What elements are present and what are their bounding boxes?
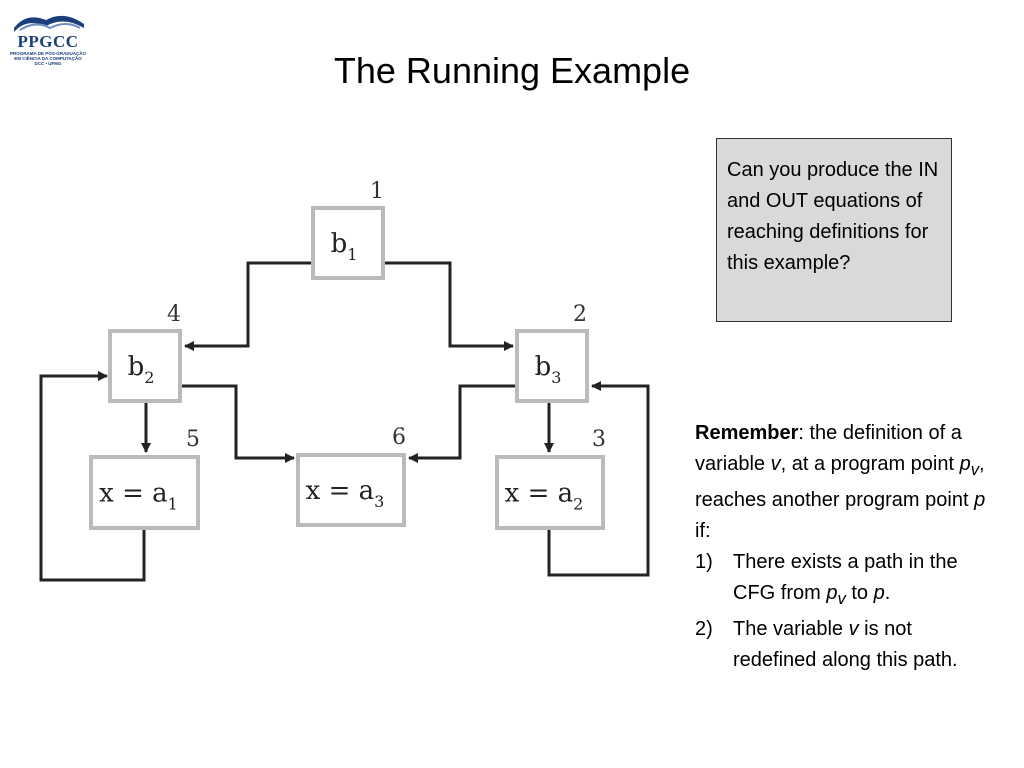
node-label: x = a2: [505, 479, 584, 514]
var-pv-sub: v: [837, 589, 846, 608]
edge-a2-b3: [547, 381, 650, 577]
logo-subtitle-2: EM CIÊNCIA DA COMPUTAÇÃO: [14, 56, 82, 61]
logo-subtitle-3: DCC • UFMG: [34, 61, 62, 66]
remember-text-a: : the definition of a variable: [695, 422, 962, 475]
node-b2: b24: [108, 302, 182, 403]
list-number: 2): [695, 618, 713, 640]
node-subscript: 2: [144, 368, 154, 387]
node-a2: x = a2 3: [495, 427, 606, 530]
list-number: 1): [695, 551, 713, 573]
node-number: 4: [167, 302, 181, 327]
edge-b1-b2: [184, 261, 313, 351]
logo-text: PPGCC: [17, 32, 79, 51]
var-p2: p: [974, 489, 986, 511]
node-subscript: 1: [347, 245, 357, 264]
var-v: v: [770, 453, 781, 475]
remember-text-d: if:: [695, 520, 711, 542]
node-subscript: 3: [551, 368, 561, 387]
node-label: x = a1: [99, 479, 178, 514]
item-text: .: [884, 582, 891, 604]
var-p: p: [959, 453, 971, 475]
node-a3: x = a3 6: [296, 425, 406, 527]
node-subscript: 2: [573, 495, 583, 514]
node-subscript: 1: [168, 495, 178, 514]
list-item: 2) The variable v is not redefined along …: [695, 614, 1000, 676]
var-pv-sub: v: [970, 460, 980, 479]
item-text: There exists a path in the CFG from: [733, 551, 958, 604]
node-box: [311, 206, 385, 280]
node-subscript: 3: [374, 492, 384, 511]
node-box: [495, 455, 605, 530]
node-label: x = a3: [306, 476, 385, 511]
edge-a1-b2: [39, 371, 146, 582]
node-b3: b32: [515, 302, 589, 403]
item-text: to: [845, 582, 874, 604]
edge-b2-a3: [180, 384, 295, 463]
remember-text-c: , reaches another program point: [695, 453, 985, 511]
node-number: 5: [186, 427, 200, 452]
node-label: b1: [331, 229, 358, 264]
node-box: [108, 329, 182, 403]
slide-title: The Running Example: [333, 50, 691, 91]
edge-b3-a3: [408, 384, 517, 463]
edge-b1-b3: [383, 261, 514, 351]
node-box: [89, 455, 200, 530]
var-p: p: [873, 582, 885, 604]
node-box: [515, 329, 589, 403]
node-number: 3: [592, 427, 606, 452]
node-number: 6: [392, 425, 406, 450]
logo-subtitle-1: PROGRAMA DE PÓS-GRADUAÇÃO: [9, 51, 87, 56]
item-text: The variable: [733, 618, 849, 640]
node-number: 1: [370, 179, 384, 204]
node-box: [296, 453, 406, 527]
question-box: Can you produce the IN and OUT equations…: [716, 138, 952, 322]
remember-heading: Remember: [695, 422, 799, 444]
remember-intro: Remember: the definition of a variable v…: [695, 418, 1000, 547]
remember-note: Remember: the definition of a variable v…: [695, 418, 1000, 676]
list-item: 1)There exists a path in the CFG from pv…: [695, 547, 1000, 614]
node-number: 2: [573, 302, 587, 327]
item-text: is not redefined along this path.: [733, 618, 958, 671]
remember-text-b: , at a program point: [780, 453, 960, 475]
node-a1: x = a1 5: [89, 427, 200, 530]
node-b1: b11: [311, 179, 385, 280]
ppgcc-logo: PPGCC PROGRAMA DE PÓS-GRADUAÇÃO EM CIÊNC…: [6, 6, 90, 66]
var-v: v: [848, 618, 859, 640]
remember-list: 1)There exists a path in the CFG from pv…: [695, 547, 1000, 676]
var-p: p: [826, 582, 838, 604]
logo-emblem-icon: [14, 15, 84, 32]
